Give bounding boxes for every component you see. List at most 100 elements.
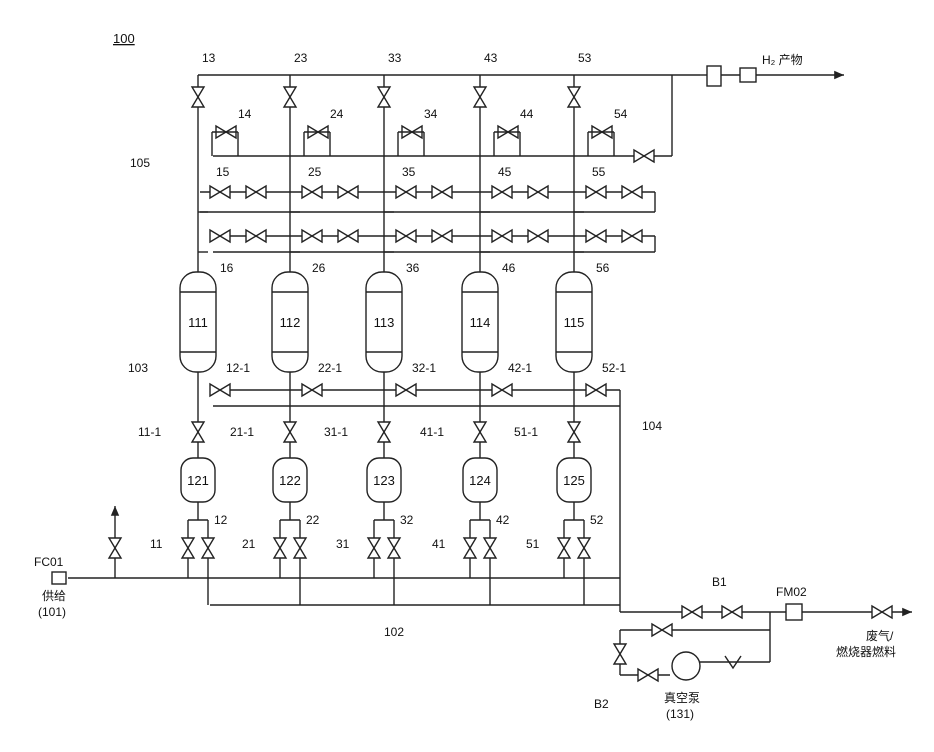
valve-bottom bbox=[568, 422, 580, 442]
valve-exhaust-label: 22 bbox=[306, 513, 320, 527]
valve-exhaust bbox=[484, 538, 496, 558]
valve-bottom-label: 11-1 bbox=[138, 425, 161, 439]
valve-mid3b bbox=[338, 230, 358, 242]
adsorber-label: 113 bbox=[374, 315, 395, 330]
valve-bottom bbox=[284, 422, 296, 442]
outlet-section: FM02 B1 废气/ 燃烧器燃料 bbox=[620, 575, 912, 662]
adsorber-label: 112 bbox=[280, 315, 301, 330]
valve-mid3 bbox=[586, 230, 606, 242]
valve-bottom-label: 41-1 bbox=[420, 425, 444, 439]
valve-feed bbox=[274, 538, 286, 558]
valve-exhaust bbox=[202, 538, 214, 558]
outlet-label-1: 废气/ bbox=[866, 628, 894, 643]
valve-bottom-label: 31-1 bbox=[324, 425, 348, 439]
valve-top-label: 23 bbox=[294, 51, 308, 65]
valve-top bbox=[284, 87, 296, 107]
pump-ref: (131) bbox=[666, 707, 694, 721]
adsorber-column: 4344454611442-141-11244142 bbox=[420, 51, 548, 605]
valve-bottom-label: 21-1 bbox=[230, 425, 254, 439]
valve-b2-label: B2 bbox=[594, 697, 609, 711]
adsorber-column: 3334353611332-131-11233132 bbox=[324, 51, 452, 605]
valve-exhaust-label: 32 bbox=[400, 513, 414, 527]
valve-top-label: 53 bbox=[578, 51, 592, 65]
pump-label: 真空泵 bbox=[664, 691, 700, 705]
line-104-label: 104 bbox=[642, 419, 662, 433]
tank-label: 124 bbox=[469, 473, 491, 488]
valve-mid3b bbox=[622, 230, 642, 242]
valve-mid1-label: 24 bbox=[330, 107, 344, 121]
valve-exhaust-label: 42 bbox=[496, 513, 510, 527]
adsorber-column: 1314151611112-111-11211112 bbox=[138, 51, 266, 605]
valve-exhaust-label: 12 bbox=[214, 513, 228, 527]
valve-mid3-label: 36 bbox=[406, 261, 420, 275]
valve-link bbox=[396, 384, 416, 396]
valve-link-label: 12-1 bbox=[226, 361, 250, 375]
valve-mid1-label: 14 bbox=[238, 107, 252, 121]
valve-feed bbox=[558, 538, 570, 558]
valve-top bbox=[378, 87, 390, 107]
valve-feed-label: 11 bbox=[150, 537, 163, 551]
figure-ref-label: 100 bbox=[113, 31, 135, 46]
valve-link-label: 22-1 bbox=[318, 361, 342, 375]
valve-feed bbox=[182, 538, 194, 558]
tank-label: 123 bbox=[373, 473, 395, 488]
valve-mid3 bbox=[210, 230, 230, 242]
valve-feed-label: 41 bbox=[432, 537, 446, 551]
valve-link-label: 32-1 bbox=[412, 361, 436, 375]
line-102-label: 102 bbox=[384, 625, 404, 639]
valve-link-label: 52-1 bbox=[602, 361, 626, 375]
valve-mid2 bbox=[396, 186, 416, 198]
valve-top-label: 43 bbox=[484, 51, 498, 65]
tank-label: 125 bbox=[563, 473, 585, 488]
valve-mid3 bbox=[396, 230, 416, 242]
valve-feed bbox=[368, 538, 380, 558]
adsorber-column: 5354555611552-151-11255152 bbox=[514, 51, 642, 605]
valve-mid3b bbox=[432, 230, 452, 242]
valve-top bbox=[192, 87, 204, 107]
valve-top-label: 13 bbox=[202, 51, 216, 65]
valve-mid2 bbox=[210, 186, 230, 198]
valve-link bbox=[210, 384, 230, 396]
valve-mid3b bbox=[528, 230, 548, 242]
valve-bottom bbox=[378, 422, 390, 442]
feed-meter bbox=[52, 572, 66, 584]
valve-exhaust-label: 52 bbox=[590, 513, 604, 527]
h2-product-label: H₂ 产物 bbox=[762, 53, 803, 67]
valve-exhaust bbox=[294, 538, 306, 558]
valve-bottom bbox=[474, 422, 486, 442]
valve-mid3-label: 56 bbox=[596, 261, 610, 275]
valve-link bbox=[492, 384, 512, 396]
valve-mid3-label: 26 bbox=[312, 261, 326, 275]
valve-link bbox=[302, 384, 322, 396]
valve-link-label: 42-1 bbox=[508, 361, 532, 375]
valve-bottom bbox=[192, 422, 204, 442]
line-105-label: 105 bbox=[130, 156, 150, 170]
valve-mid3-label: 16 bbox=[220, 261, 234, 275]
valve-top bbox=[568, 87, 580, 107]
feed-meter-label: FC01 bbox=[34, 555, 64, 569]
vacuum-pump-section: B2 真空泵 (131) bbox=[594, 630, 770, 721]
outlet-meter-label: FM02 bbox=[776, 585, 807, 599]
valve-feed-label: 21 bbox=[242, 537, 256, 551]
valve-mid1-label: 54 bbox=[614, 107, 628, 121]
valve-b1-label: B1 bbox=[712, 575, 727, 589]
valve-mid3b bbox=[246, 230, 266, 242]
valve-top bbox=[474, 87, 486, 107]
valve-exhaust bbox=[388, 538, 400, 558]
valve-mid2 bbox=[302, 186, 322, 198]
valve-bottom-label: 51-1 bbox=[514, 425, 538, 439]
valve-mid2 bbox=[492, 186, 512, 198]
feed-ref: (101) bbox=[38, 605, 66, 619]
valve-mid2b bbox=[432, 186, 452, 198]
valve-mid2 bbox=[586, 186, 606, 198]
adsorber-label: 115 bbox=[564, 315, 585, 330]
feed-label: 供给 bbox=[42, 589, 66, 603]
valve-mid2-label: 15 bbox=[216, 165, 230, 179]
valve-mid2b bbox=[528, 186, 548, 198]
adsorber-label: 111 bbox=[188, 315, 208, 330]
valve-feed-label: 51 bbox=[526, 537, 540, 551]
valve-mid2-label: 45 bbox=[498, 165, 512, 179]
valve-mid2-label: 25 bbox=[308, 165, 322, 179]
valve-link bbox=[586, 384, 606, 396]
